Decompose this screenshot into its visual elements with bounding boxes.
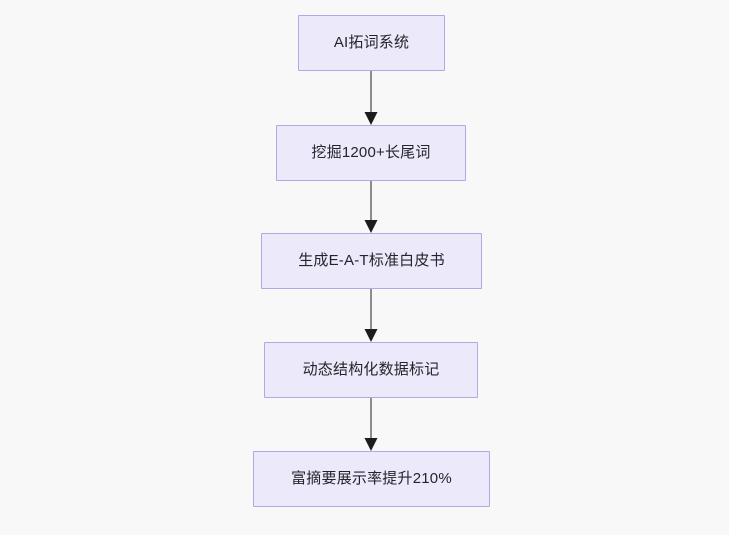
flowchart-node-eat-whitepaper[interactable]: 生成E-A-T标准白皮书 bbox=[261, 233, 482, 289]
flowchart-node-rich-snippet-result[interactable]: 富摘要展示率提升210% bbox=[253, 451, 490, 507]
flowchart-node-ai-keyword-system[interactable]: AI拓词系统 bbox=[298, 15, 445, 71]
node-label: 动态结构化数据标记 bbox=[302, 361, 440, 378]
edge-n3-n4 bbox=[364, 289, 378, 342]
node-label: 生成E-A-T标准白皮书 bbox=[298, 252, 445, 269]
edge-n1-n2 bbox=[364, 71, 378, 125]
arrowhead-icon bbox=[364, 438, 378, 451]
node-label: 富摘要展示率提升210% bbox=[291, 470, 452, 487]
flowchart-node-longtail-keywords[interactable]: 挖掘1200+长尾词 bbox=[276, 125, 466, 181]
node-label: 挖掘1200+长尾词 bbox=[311, 144, 431, 161]
edge-n4-n5 bbox=[364, 398, 378, 451]
node-label: AI拓词系统 bbox=[333, 34, 410, 51]
arrowhead-icon bbox=[364, 220, 378, 233]
arrowhead-icon bbox=[364, 329, 378, 342]
edge-n2-n3 bbox=[364, 181, 378, 233]
arrowhead-icon bbox=[364, 112, 378, 125]
flowchart-node-structured-data-markup[interactable]: 动态结构化数据标记 bbox=[264, 342, 478, 398]
